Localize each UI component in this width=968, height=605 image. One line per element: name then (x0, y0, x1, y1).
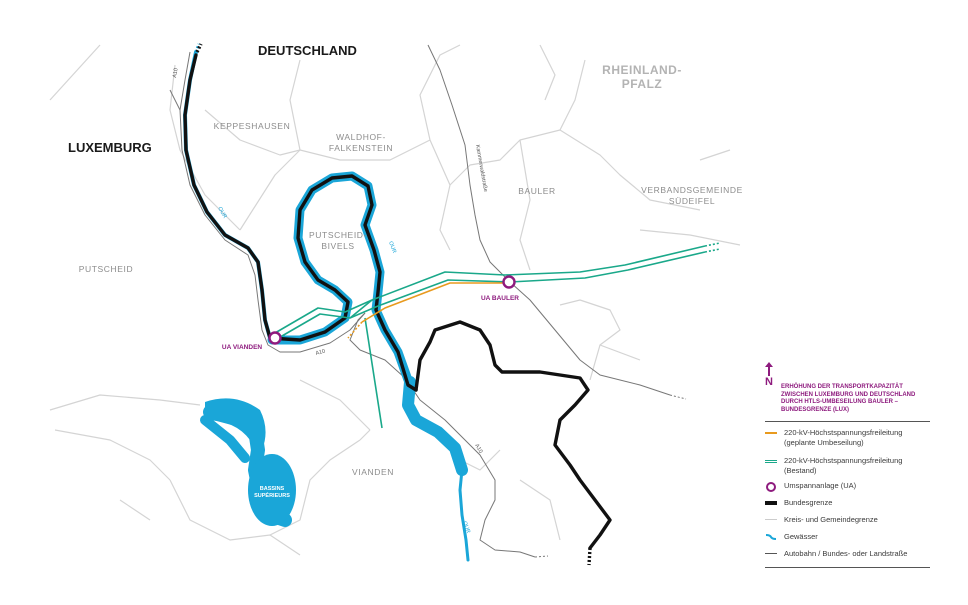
planned-line-dash (347, 321, 363, 339)
label-deutschland: DEUTSCHLAND (258, 43, 357, 58)
legend-label-border: Bundesgrenze (784, 498, 833, 507)
legend-title: ERHÖHUNG DER TRANSPORTKAPAZITÄT ZWISCHEN… (781, 384, 916, 413)
legend: N ERHÖHUNG DER TRANSPORTKAPAZITÄT ZWISCH… (765, 362, 930, 568)
label-verband-1: VERBANDSGEMEINDE (641, 185, 743, 195)
legend-divider-top (765, 421, 930, 422)
label-road-a10-mid: A10 (315, 349, 326, 357)
substation-ua-vianden (268, 331, 282, 345)
label-waldhof-1: WALDHOF- (336, 132, 386, 142)
label-water-our-1: OUR (216, 206, 227, 220)
border-line-icon (765, 501, 777, 505)
existing-line-icon (765, 460, 777, 463)
label-luxemburg: LUXEMBURG (68, 140, 152, 155)
north-arrow-icon (765, 362, 773, 376)
national-border (183, 53, 612, 550)
label-ua-vianden: UA VIANDEN (222, 344, 263, 351)
label-basins-2: SUPÉRIEURS (254, 491, 290, 499)
existing-lines (274, 245, 706, 429)
label-rheinland-1: RHEINLAND- (602, 63, 682, 77)
label-putscheid: PUTSCHEID (79, 264, 134, 274)
substation-ua-bauler (502, 275, 516, 289)
border-dash-ends (195, 43, 592, 566)
road-line-icon (765, 553, 777, 554)
legend-label-water: Gewässer (784, 532, 818, 541)
label-basins-1: BASSINS (260, 486, 285, 492)
label-putscheid-bivels-1: PUTSCHEID- (309, 230, 367, 240)
legend-label-substation: Umspannanlage (UA) (784, 481, 857, 490)
label-road-a10-south: A10 (473, 443, 483, 454)
label-ua-bauler: UA BAULER (481, 295, 519, 302)
road-dash-ends (534, 394, 687, 558)
label-putscheid-bivels-2: BIVELS (321, 241, 354, 251)
basin-fill (205, 398, 296, 526)
existing-line-dash (704, 242, 721, 253)
north-letter: N (765, 376, 773, 388)
admin-line-icon (765, 519, 777, 520)
label-road-a10-north: A10 (172, 68, 180, 79)
planned-line (361, 282, 508, 323)
roads (169, 44, 671, 558)
label-water-our-3: OUR (461, 521, 471, 535)
legend-label-admin: Kreis- und Gemeindegrenze (784, 515, 878, 524)
label-bauler: BAULER (518, 186, 556, 196)
legend-label-existing: 220-kV-Höchstspannungsfreileitung (Besta… (784, 456, 903, 475)
label-road-kammerwald: Kammerwaldstraße (474, 144, 488, 192)
label-rheinland-2: PFALZ (622, 77, 663, 91)
legend-label-road: Autobahn / Bundes- oder Landstraße (784, 549, 908, 558)
legend-label-planned: 220-kV-Höchstspannungsfreileitung (gepla… (784, 428, 903, 447)
admin-boundaries (49, 44, 741, 556)
label-keppeshausen: KEPPESHAUSEN (214, 121, 291, 131)
planned-line-icon (765, 432, 777, 434)
water-icon (765, 534, 777, 540)
north-indicator: N (765, 362, 930, 392)
label-vianden: VIANDEN (352, 467, 394, 477)
label-verband-2: SÜDEIFEL (669, 196, 715, 206)
substation-icon (766, 482, 776, 492)
label-waldhof-2: FALKENSTEIN (329, 143, 393, 153)
legend-divider-bottom (765, 567, 930, 568)
label-water-our-2: OUR (387, 241, 397, 255)
